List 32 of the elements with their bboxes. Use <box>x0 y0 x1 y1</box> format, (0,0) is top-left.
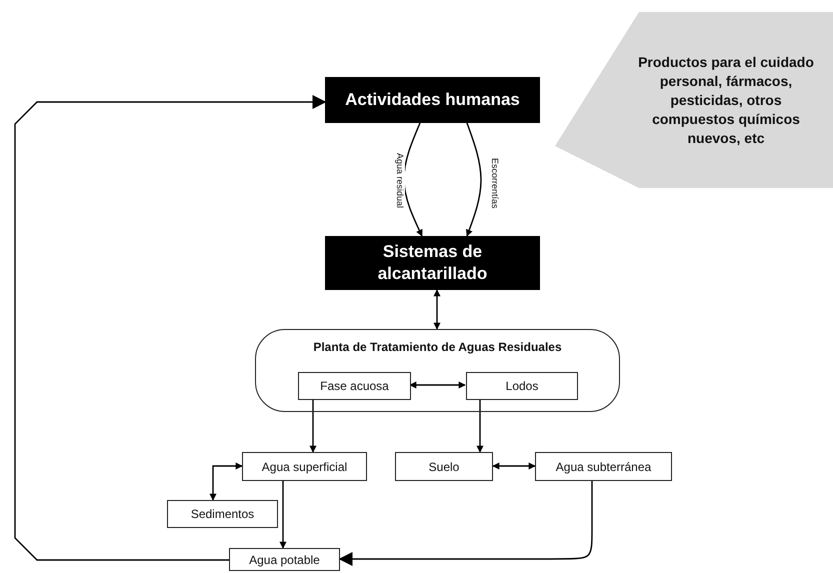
arrow <box>492 462 536 470</box>
arrow <box>409 382 466 388</box>
node-label: Actividades humanas <box>345 89 520 111</box>
node-label: Lodos <box>506 379 538 393</box>
arrow <box>310 399 316 453</box>
node-label: Agua subterránea <box>556 460 652 474</box>
node-label: Sistemas de alcantarillado <box>376 241 488 285</box>
node-label: Productos para el cuidado personal, fármacos, pesticidas, otros compuestos químicos nuevos, etc <box>637 52 815 148</box>
arrow <box>476 399 484 453</box>
process-box <box>167 500 278 528</box>
process-box <box>325 77 540 123</box>
node-label: Agua potable <box>249 552 320 566</box>
arrow <box>280 481 286 549</box>
node-label: Agua superficial <box>262 460 348 474</box>
arrow <box>210 462 243 501</box>
arrow <box>434 289 440 330</box>
arrow <box>14 95 326 561</box>
pentagon-callout <box>555 12 833 188</box>
process-box <box>229 548 340 571</box>
node-label: Sedimentos <box>190 507 254 521</box>
process-box <box>325 236 540 290</box>
process-box <box>535 452 672 481</box>
arrow <box>338 481 593 566</box>
group-container <box>255 329 620 412</box>
arrow <box>466 122 482 237</box>
process-box <box>242 452 367 481</box>
group-title: Planta de Tratamiento de Aguas Residuales <box>313 340 562 354</box>
process-box <box>298 372 411 400</box>
process-box <box>395 452 493 481</box>
process-box <box>466 372 578 400</box>
node-label: Fase acuosa <box>320 379 389 393</box>
node-label: Suelo <box>428 460 460 474</box>
